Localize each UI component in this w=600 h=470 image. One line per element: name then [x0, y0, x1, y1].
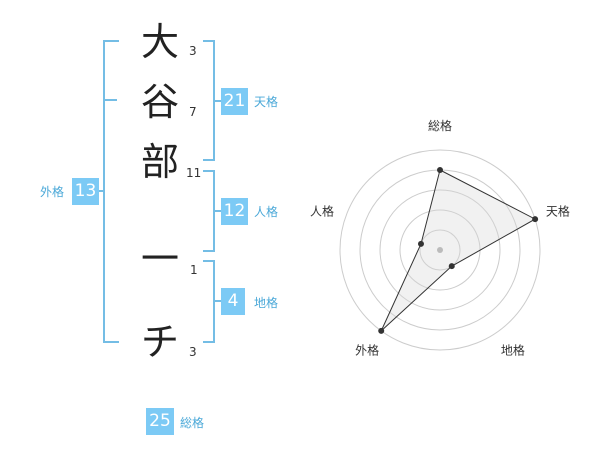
- gaikaku-bracket-tick: [103, 99, 117, 101]
- jinkaku-badge: 12: [221, 198, 248, 225]
- chikaku-badge: 4: [221, 288, 245, 315]
- stroke-count-5: 3: [189, 345, 197, 359]
- radar-center-dot: [437, 247, 443, 253]
- name-char-3: 部: [140, 140, 179, 184]
- radar-point-3: [448, 263, 455, 270]
- radar-grid-ring-1: [419, 229, 461, 271]
- name-char-2: 谷: [140, 80, 179, 124]
- name-char-1: 大: [140, 20, 179, 64]
- jinkaku-bracket-join: [213, 210, 221, 212]
- radar-series-area: [380, 169, 537, 332]
- soukaku-label: 総格: [180, 416, 205, 430]
- stroke-count-4: 1: [190, 263, 198, 277]
- stroke-count-1: 3: [189, 44, 197, 58]
- chikaku-bracket-join: [213, 300, 221, 302]
- tenkaku-bracket-join: [213, 100, 221, 102]
- radar-axis-label-5: 人格: [310, 204, 334, 219]
- radar-axis-label-3: 地格: [501, 342, 525, 357]
- radar-grid-ring-5: [339, 149, 541, 351]
- gaikaku-label: 外格: [40, 185, 65, 199]
- tenkaku-label: 天格: [254, 95, 279, 109]
- chikaku-label: 地格: [254, 296, 279, 310]
- soukaku-badge: 25: [146, 408, 174, 435]
- stroke-count-2: 7: [189, 105, 197, 119]
- tenkaku-badge: 21: [221, 88, 248, 115]
- radar-point-1: [437, 167, 443, 173]
- radar-axis-label-1: 総格: [428, 118, 452, 133]
- name-char-5: チ: [140, 320, 179, 364]
- radar-axis-label-4: 外格: [355, 342, 379, 357]
- radar-point-5: [417, 240, 424, 247]
- jinkaku-label: 人格: [254, 205, 279, 219]
- gaikaku-badge: 13: [72, 178, 99, 205]
- radar-point-4: [378, 327, 385, 334]
- radar-point-2: [532, 216, 539, 223]
- radar-axis-label-2: 天格: [546, 204, 570, 219]
- stroke-count-3: 11: [186, 166, 202, 180]
- name-char-4: 一: [140, 237, 179, 281]
- radar-grid-ring-3: [379, 189, 501, 311]
- gaikaku-bracket-join: [98, 190, 105, 192]
